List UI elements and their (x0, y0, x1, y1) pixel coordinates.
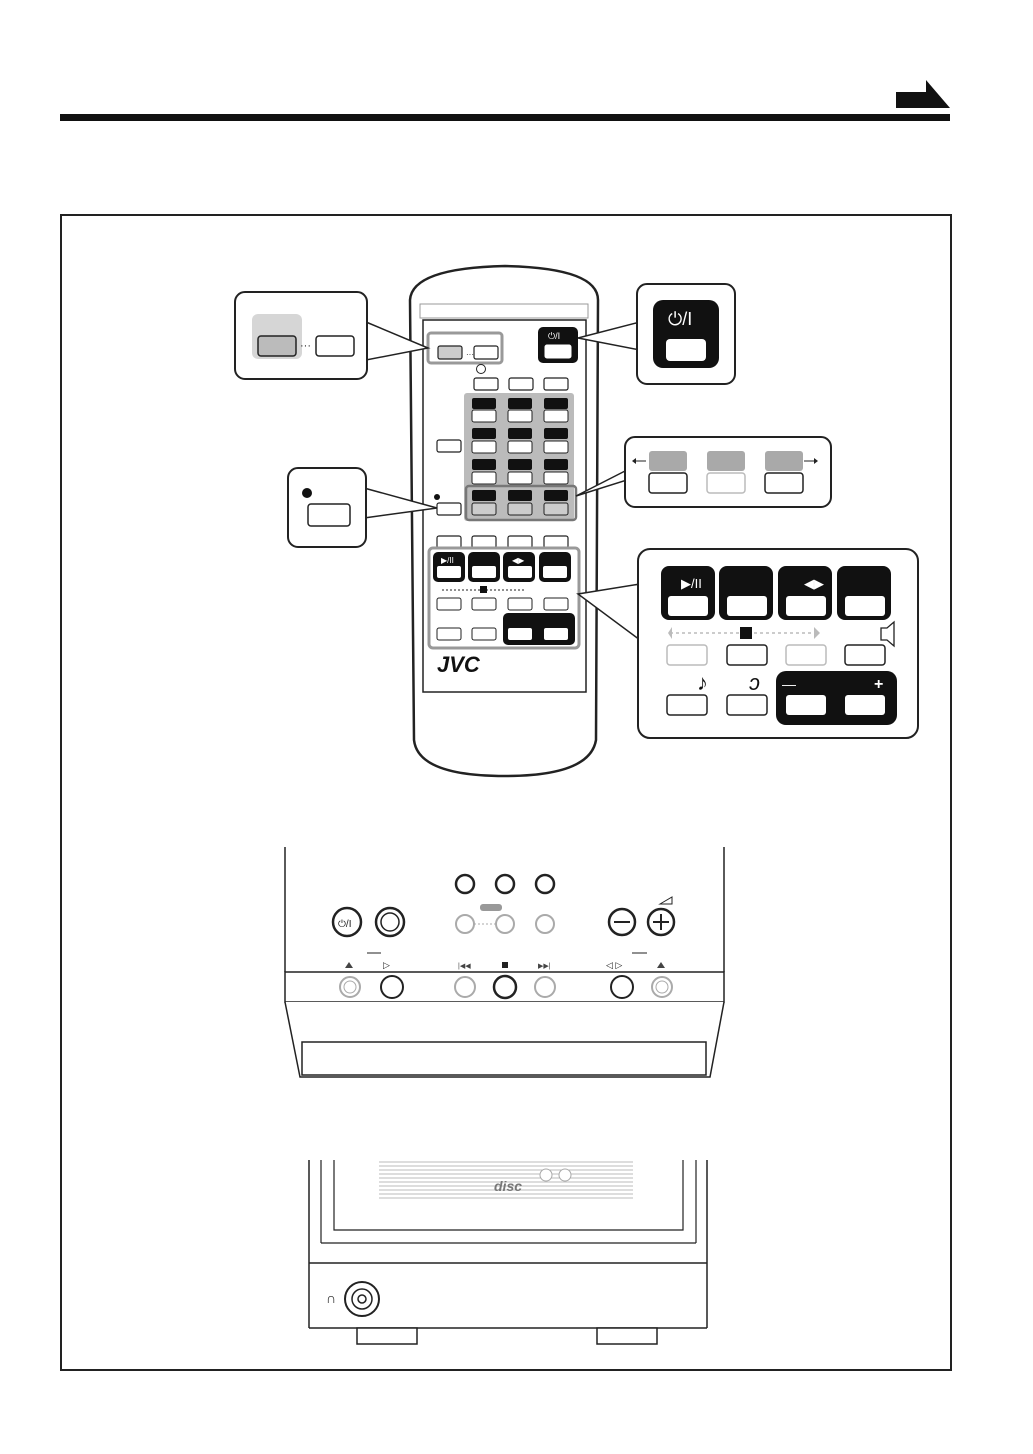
remote-control: ··· ⏻/I (410, 266, 598, 776)
remote-logo: JVC (437, 652, 481, 677)
svg-text:▶▶|: ▶▶| (538, 963, 551, 970)
callout-power-symbol: ⏻/I (668, 309, 692, 329)
remote-power-symbol: ⏻/I (548, 331, 560, 341)
svg-text:⏻/I: ⏻/I (338, 919, 351, 930)
callout-record-button (308, 504, 350, 526)
unit-top-panel: ⏻/I ▷ |◀◀ ▶▶| ◁ ▷ (285, 847, 724, 1077)
unit-front-panel: disc ∩ (309, 1160, 707, 1344)
headphones-icon: ∩ (326, 1290, 336, 1306)
svg-text:···: ··· (300, 340, 311, 352)
remote-record-dot-icon (434, 494, 440, 500)
callout-power-button (666, 339, 706, 361)
callout-source-buttons: ··· (235, 292, 428, 379)
callout-source-button-2 (316, 336, 354, 356)
callout-source-button-1 (258, 336, 296, 356)
callout-sound-icon: ↄ (749, 670, 760, 695)
svg-text:|◀◀: |◀◀ (458, 963, 471, 970)
svg-text:◁ ▷: ◁ ▷ (606, 960, 622, 970)
callout-record-dot-icon (302, 488, 312, 498)
remote-source-button[interactable] (438, 346, 462, 359)
svg-text:▷: ▷ (383, 960, 390, 970)
callout-tuning-row (576, 437, 831, 507)
callout-volume-minus-symbol: — (782, 676, 796, 692)
unit-foot-left (357, 1328, 417, 1344)
remote-button[interactable] (437, 440, 461, 452)
remote-display-symbol: ◀▶ (512, 556, 525, 565)
callout-display-symbol: ◀▶ (804, 576, 824, 591)
headphone-jack (345, 1282, 379, 1316)
unit-foot-right (597, 1328, 657, 1344)
disc-logo: disc (494, 1178, 522, 1194)
svg-text:···: ··· (466, 350, 474, 359)
callout-music-note-icon: ♪ (697, 670, 708, 695)
remote-button[interactable] (544, 378, 568, 390)
callout-volume-plus-symbol: + (874, 676, 883, 693)
remote-button[interactable] (509, 378, 533, 390)
remote-source-button-2[interactable] (474, 346, 498, 359)
remote-record-button[interactable] (437, 503, 461, 515)
remote-button[interactable] (474, 378, 498, 390)
callout-play-pause-symbol: ▶/II (681, 576, 702, 591)
remote-power-button[interactable] (545, 345, 571, 358)
remote-play-pause-symbol: ▶/II (441, 556, 454, 565)
callout-power: ⏻/I (578, 284, 735, 384)
callout-transport: ▶/II ◀▶ ♪ ↄ — + (578, 549, 918, 738)
